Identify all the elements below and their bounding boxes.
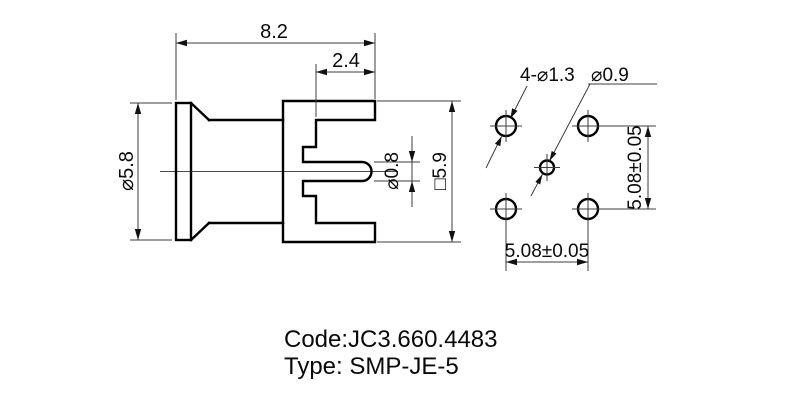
body-outline [281, 99, 377, 244]
dim-2-4-arrow-right [364, 68, 375, 76]
dim-vertical-arrow-top [644, 126, 652, 137]
dim-2-4-arrow-left [316, 68, 327, 76]
corner-hole-leader-arrow-1 [510, 108, 518, 119]
taper-lines [189, 101, 211, 242]
center-hole-leader-arrow-2 [535, 174, 543, 185]
center-hole-label: ⌀0.9 [591, 65, 629, 86]
dim-8-2-lines [175, 33, 376, 100]
dim-0-8-lines [374, 136, 420, 207]
part-code-text: Code:JC3.660.4483 [284, 326, 498, 353]
corner-hole-leader-arrow-2 [494, 136, 502, 147]
dim-5-9-arrow-top [448, 101, 456, 112]
dim-pin-dia-label: ⌀0.8 [382, 152, 403, 190]
side-view-dimensions: 8.2 2.4 ⌀5.8 ⌀0.8 □5.9 [116, 21, 461, 243]
dim-leg-length-label: 2.4 [332, 50, 360, 72]
dim-body-square-label: □5.9 [430, 152, 451, 190]
dim-horizontal-arrow-right [577, 258, 588, 266]
dim-8-2-arrow-right [364, 39, 375, 47]
dim-5-9-lines [377, 100, 461, 243]
side-view [160, 99, 398, 244]
part-type-text: Type: SMP-JE-5 [284, 353, 459, 380]
dim-vertical-label: 5.08±0.05 [625, 125, 646, 209]
dim-0-8-arrow-top [408, 151, 416, 162]
dim-5-8-arrow-bottom [134, 229, 142, 240]
center-hole-leader-arrow-1 [549, 151, 557, 162]
dim-vertical-lines [598, 125, 656, 210]
dim-horizontal-label: 5.08±0.05 [505, 241, 589, 262]
dim-flange-dia-label: ⌀5.8 [116, 151, 138, 191]
dim-horizontal-arrow-left [506, 258, 517, 266]
barrel-lines [207, 118, 285, 225]
dim-8-2-arrow-left [176, 39, 187, 47]
footprint-dimensions: 4-⌀1.3 ⌀0.9 5.08±0.05 5.08±0.05 [485, 65, 657, 271]
dim-vertical-arrow-bottom [644, 198, 652, 209]
dim-5-9-arrow-bottom [448, 231, 456, 242]
dim-0-8-arrow-bottom [408, 181, 416, 192]
corner-holes-label: 4-⌀1.3 [520, 65, 575, 86]
flange-outline [174, 101, 193, 242]
dim-5-8-lines [130, 102, 172, 241]
footprint-view [490, 110, 604, 225]
dim-total-width-label: 8.2 [260, 21, 288, 43]
hole-crosshairs [490, 110, 604, 225]
title-block: Code:JC3.660.4483 Type: SMP-JE-5 [284, 326, 498, 380]
dim-5-8-arrow-top [134, 103, 142, 114]
dim-horizontal-lines [505, 225, 589, 271]
